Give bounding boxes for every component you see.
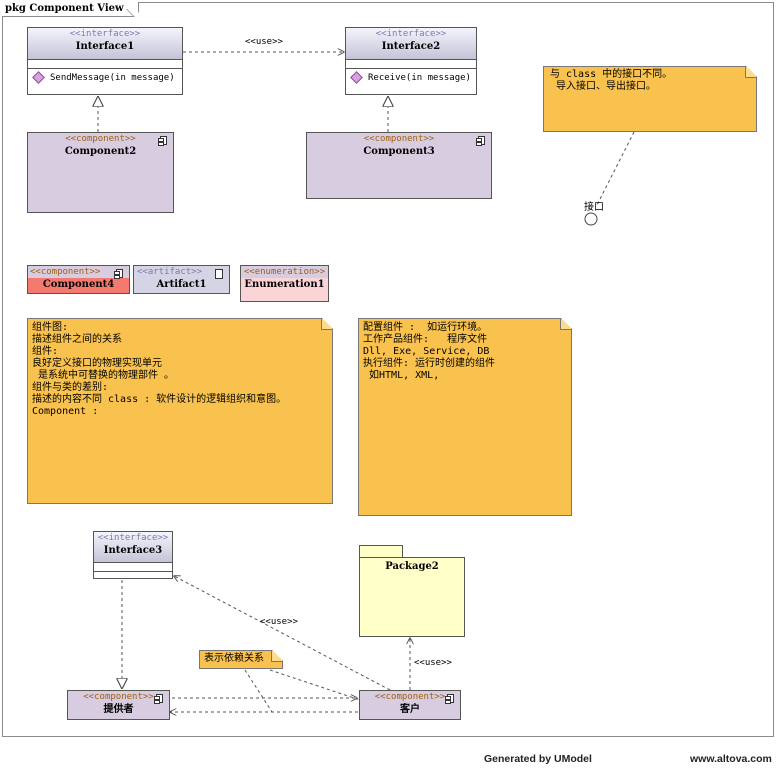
artifact-icon (215, 269, 223, 279)
operation-icon (32, 71, 45, 84)
note-interface[interactable]: 与 class 中的接口不同。 导入接口、导出接口。 (543, 66, 757, 132)
lollipop-label: 接口 (584, 202, 604, 213)
component-icon (114, 269, 123, 279)
note-link-interface (596, 131, 635, 206)
component4[interactable]: <<component>> Component4 (27, 265, 130, 294)
use-label-client-package: <<use>> (414, 658, 452, 668)
component-icon (154, 694, 163, 704)
note-component-kinds[interactable]: 配置组件 : 如运行环境。 工作产品组件: 程序文件 Dll, Exe, Ser… (358, 318, 572, 516)
lollipop-interface-icon (584, 212, 598, 226)
interface3[interactable]: <<interface>> Interface3 (93, 531, 173, 579)
interface1[interactable]: <<interface>> Interface1 SendMessage(in … (27, 27, 183, 95)
generated-by: Generated by UModel (484, 753, 592, 765)
component-client[interactable]: <<component>> 客户 (359, 690, 461, 720)
component-provider[interactable]: <<component>> 提供者 (67, 690, 170, 720)
altova-link[interactable]: www.altova.com (690, 753, 772, 765)
package2[interactable]: Package2 (359, 557, 465, 637)
component-icon (445, 694, 454, 704)
interface2[interactable]: <<interface>> Interface2 Receive(in mess… (345, 27, 477, 95)
frame-title: pkg Component View (2, 2, 139, 17)
note-dependency[interactable]: 表示依赖关系 (199, 650, 283, 669)
note-component-diagram[interactable]: 组件图: 描述组件之间的关系 组件: 良好定义接口的物理实现单元 是系统中可替换… (27, 318, 333, 504)
component-icon (158, 136, 167, 146)
enumeration1[interactable]: <<enumeration>> Enumeration1 (240, 265, 329, 302)
use-label-top: <<use>> (245, 37, 283, 47)
component2[interactable]: <<component>> Component2 (27, 132, 174, 213)
use-dependency-client-i3 (174, 576, 391, 691)
component-icon (476, 136, 485, 146)
artifact1[interactable]: <<artifact>> Artifact1 (133, 265, 230, 294)
note-link-dep-1 (244, 669, 273, 713)
note-link-dep-2 (269, 669, 361, 701)
component3[interactable]: <<component>> Component3 (306, 132, 492, 199)
operation-icon (350, 71, 363, 84)
use-label-client-interface: <<use>> (260, 617, 298, 627)
